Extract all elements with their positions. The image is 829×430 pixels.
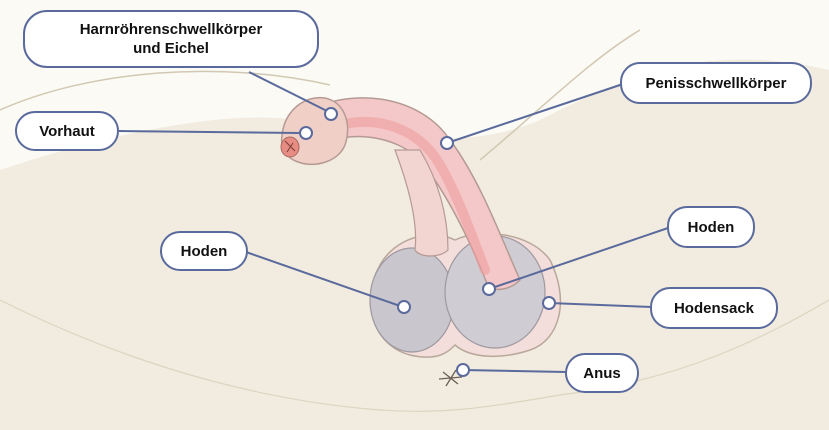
label-scrotum-text: Hodensack (674, 299, 754, 318)
anchor-anus (457, 364, 469, 376)
label-foreskin-text: Vorhaut (39, 122, 95, 141)
label-penile-body: Penisschwellkörper (620, 62, 812, 104)
label-urethral-body: Harnröhrenschwellkörper und Eichel (23, 10, 319, 68)
anchor-testis-right (398, 301, 410, 313)
label-testis-right-text: Hoden (181, 242, 228, 261)
label-testis-left-text: Hoden (688, 218, 735, 237)
label-anus-text: Anus (583, 364, 621, 383)
label-urethral-body-line1: Harnröhrenschwellkörper (80, 20, 263, 39)
label-penile-body-text: Penisschwellkörper (646, 74, 787, 93)
label-scrotum: Hodensack (650, 287, 778, 329)
label-urethral-body-line2: und Eichel (133, 39, 209, 58)
anchor-penile-body (441, 137, 453, 149)
anchor-urethral-body (325, 108, 337, 120)
anchor-testis-left (483, 283, 495, 295)
anchor-scrotum (543, 297, 555, 309)
label-foreskin: Vorhaut (15, 111, 119, 151)
left-thigh-contour (0, 71, 330, 110)
anchor-foreskin (300, 127, 312, 139)
label-anus: Anus (565, 353, 639, 393)
label-testis-left: Hoden (667, 206, 755, 248)
label-testis-right: Hoden (160, 231, 248, 271)
